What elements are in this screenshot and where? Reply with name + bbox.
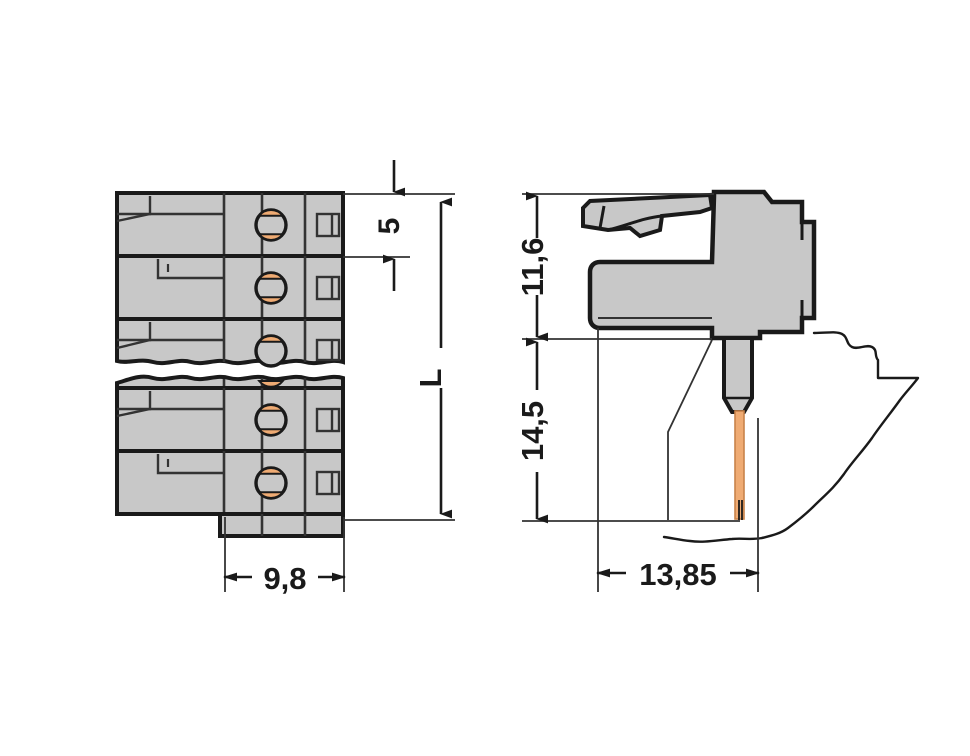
right-view-dimensions: 11,6 14,5 13,85: [515, 191, 760, 592]
left-view-dimensions: 5 L 9,8: [223, 160, 455, 596]
dim-label-width: 9,8: [263, 561, 306, 596]
contact-crescent-top: [257, 209, 285, 217]
left-view-bottom-group: [115, 374, 345, 538]
section-leader-line: [667, 339, 713, 520]
latch-arm: [581, 192, 715, 239]
section-break-line-bottom: [662, 535, 764, 543]
contact-crescent-bottom: [257, 233, 285, 241]
terminal-square: [315, 212, 341, 238]
dim-label-height-upper: 11,6: [515, 238, 550, 297]
contact-crescent-top: [257, 404, 285, 412]
contact-crescent-top: [257, 272, 285, 280]
pole-cell: [115, 191, 345, 258]
contact-crescent-bottom: [257, 491, 285, 499]
terminal-square: [315, 275, 341, 301]
terminal-square: [315, 470, 341, 496]
pole-cell: [115, 386, 345, 453]
chamfer-line: [116, 338, 224, 350]
terminal-square: [315, 407, 341, 433]
right-side-view: [581, 189, 920, 543]
hook-detail: [156, 259, 224, 280]
flange-body: [218, 512, 345, 538]
housing-body: [587, 189, 817, 341]
latch-tip-line: [598, 205, 606, 229]
pole-cell: [115, 254, 345, 321]
pole-body: [115, 254, 345, 321]
left-view-top-group: [115, 191, 345, 368]
chamfer-line: [116, 407, 224, 418]
bottom-flange: [218, 512, 345, 538]
contact-crescent-bottom: [257, 296, 285, 304]
latch-inner-line: [607, 214, 663, 232]
contact-crescent-top: [257, 335, 285, 343]
hook-detail: [156, 454, 224, 475]
contact-crescent-bottom: [257, 428, 285, 436]
pin-body: [722, 336, 754, 414]
dim-label-pitch: 5: [373, 218, 406, 235]
dim-label-length: L: [413, 369, 448, 388]
pole-cell: [115, 449, 345, 516]
section-break-line: [760, 331, 920, 540]
pole-body: [115, 449, 345, 516]
dim-label-depth: 13,85: [639, 557, 717, 592]
chamfer-line: [116, 212, 224, 223]
left-front-view: [115, 191, 345, 538]
contact-crescent-top: [257, 467, 285, 475]
terminal-square: [315, 338, 341, 362]
pole-cell-clipped: [115, 317, 345, 368]
dim-label-height-lower: 14,5: [515, 401, 550, 461]
